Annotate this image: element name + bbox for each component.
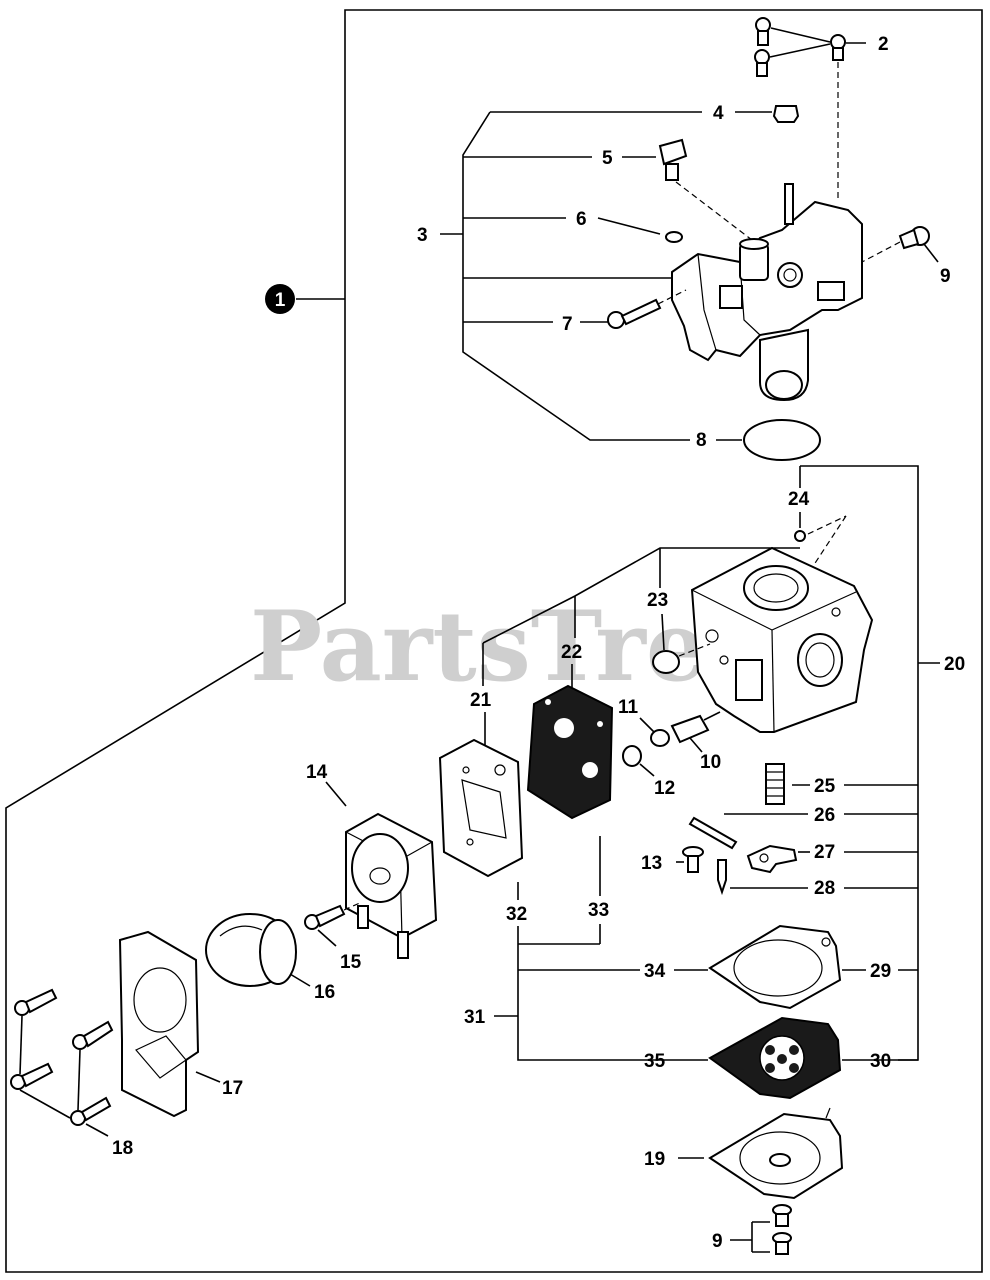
callout-23[interactable]: 23 [647,590,668,611]
callout-33[interactable]: 33 [588,900,609,921]
gasket-part-21[interactable] [438,738,524,878]
screw-part-18[interactable] [10,988,114,1126]
diaphragm-part-30[interactable] [708,1016,842,1100]
callout-31[interactable]: 31 [464,1007,486,1028]
callout-26[interactable]: 26 [814,805,835,826]
callout-28[interactable]: 28 [814,878,835,899]
screw-part-9-upper[interactable] [898,226,930,250]
callout-19[interactable]: 19 [644,1149,665,1170]
needle-part-28[interactable] [717,859,727,896]
callout-5[interactable]: 5 [602,148,613,169]
callout-1[interactable]: 1 [265,284,295,314]
o-ring-part-8[interactable] [743,419,821,461]
callout-25[interactable]: 25 [814,776,836,797]
callout-11[interactable]: 11 [618,697,639,718]
e-clip-part-6[interactable] [665,231,683,243]
callout-20[interactable]: 20 [944,654,965,675]
callout-32[interactable]: 32 [506,904,527,925]
gasket-part-29[interactable] [708,924,842,1010]
screw-part-15[interactable] [304,904,346,930]
callout-7[interactable]: 7 [562,314,573,335]
callout-34[interactable]: 34 [644,961,666,982]
callout-29[interactable]: 29 [870,961,891,982]
nut-part-4[interactable] [772,105,800,123]
lever-part-27[interactable] [746,844,798,874]
carburetor-upper-body-part-3[interactable] [671,183,863,402]
bracket-part-17[interactable] [118,930,200,1118]
callout-2[interactable]: 2 [878,34,889,55]
callout-4[interactable]: 4 [713,103,724,124]
ball-part-24[interactable] [794,530,806,542]
callout-16[interactable]: 16 [314,982,335,1003]
screw-part-2[interactable] [754,17,846,77]
callout-22[interactable]: 22 [561,642,582,663]
needle-screw-part-10[interactable] [670,711,721,744]
plug-part-12[interactable] [622,745,642,767]
svg-text:1: 1 [275,290,286,311]
watermark-text: PartsTree [250,590,768,703]
callout-30[interactable]: 30 [870,1051,891,1072]
callout-12[interactable]: 12 [654,778,675,799]
screw-part-13[interactable] [682,846,704,873]
callout-13[interactable]: 13 [641,853,662,874]
callout-15[interactable]: 15 [340,952,362,973]
callout-18[interactable]: 18 [112,1138,133,1159]
screw-part-7[interactable] [607,298,662,329]
screw-part-9-lower[interactable] [772,1204,792,1255]
callout-27[interactable]: 27 [814,842,835,863]
gasket-part-22[interactable] [526,684,614,820]
cover-part-19[interactable] [708,1107,844,1200]
primer-bulb-part-16[interactable] [205,913,297,987]
callout-21[interactable]: 21 [470,690,492,711]
callout-14[interactable]: 14 [306,762,328,783]
spring-part-25[interactable] [765,763,785,805]
pin-part-26[interactable] [688,816,738,850]
callout-6[interactable]: 6 [576,209,587,230]
callout-8[interactable]: 8 [696,430,707,451]
callout-3[interactable]: 3 [417,225,428,246]
carburetor-body-part-20[interactable] [690,546,874,733]
callout-10[interactable]: 10 [700,752,721,773]
adjusting-screw-part-5[interactable] [658,138,688,181]
callout-35[interactable]: 35 [644,1051,666,1072]
assembly-frame [5,9,983,1273]
pump-body-part-14[interactable] [345,812,438,959]
callout-9-upper[interactable]: 9 [940,266,951,287]
callout-17[interactable]: 17 [222,1078,243,1099]
callout-24[interactable]: 24 [788,489,810,510]
washer-part-11[interactable] [650,729,670,747]
callout-9-lower[interactable]: 9 [712,1231,723,1252]
plug-part-23[interactable] [652,650,680,674]
